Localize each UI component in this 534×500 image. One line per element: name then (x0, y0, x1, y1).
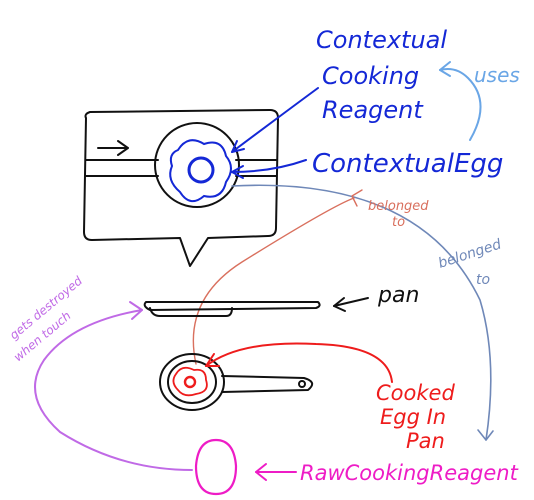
raw-egg-icon (194, 438, 238, 496)
bubble-plate-circle (154, 122, 240, 208)
belonged-steel-line-2: to (476, 272, 490, 288)
bubble-arrow-icon (97, 140, 129, 156)
bubble-outline (83, 109, 279, 267)
label-contextual-cooking-reagent: Contextual Cooking Reagent (316, 26, 447, 124)
label-belonged-to-salmon: belonged to (368, 199, 429, 230)
contextual-egg-icon (169, 139, 232, 203)
destroyed-arrow (34, 301, 193, 471)
label-pan: pan (377, 283, 419, 308)
arrow-to-contextual-egg (231, 159, 307, 173)
ui-slot-bubble (83, 109, 279, 267)
frying-pan-top-view (159, 353, 314, 411)
cooked-line-3: Pan (406, 429, 445, 453)
cooked-egg-arrow (205, 342, 393, 383)
label-gets-destroyed: gets destroyed when touch (7, 273, 85, 364)
belonged-to-arrow-steelblue (231, 184, 494, 441)
cooked-line-2: Egg In (380, 405, 446, 429)
label-cooked-egg-in-pan: Cooked Egg In Pan (376, 381, 455, 453)
label-raw-cooking-reagent: RawCookingReagent (300, 461, 519, 485)
ccr-line-3: Reagent (322, 96, 424, 124)
cooked-egg-icon (172, 366, 208, 397)
blue-arrows (231, 87, 319, 179)
arrow-to-cooking-reagent (231, 87, 319, 153)
belonged-to-arrow-salmon (192, 189, 363, 365)
pan-side-view (143, 301, 321, 317)
belonged-salmon-line-1: belonged (368, 199, 429, 214)
label-contextual-egg: ContextualEgg (312, 149, 503, 179)
cooked-line-1: Cooked (376, 381, 455, 405)
label-uses: uses (474, 63, 520, 87)
raw-reagent-arrow (255, 463, 297, 481)
ccr-line-2: Cooking (322, 62, 419, 90)
pan-arrow (333, 297, 369, 312)
ccr-line-1: Contextual (316, 26, 447, 54)
belonged-salmon-line-2: to (392, 215, 405, 230)
belonged-steel-line-1: belonged (436, 236, 503, 271)
uses-arrow (439, 61, 482, 141)
